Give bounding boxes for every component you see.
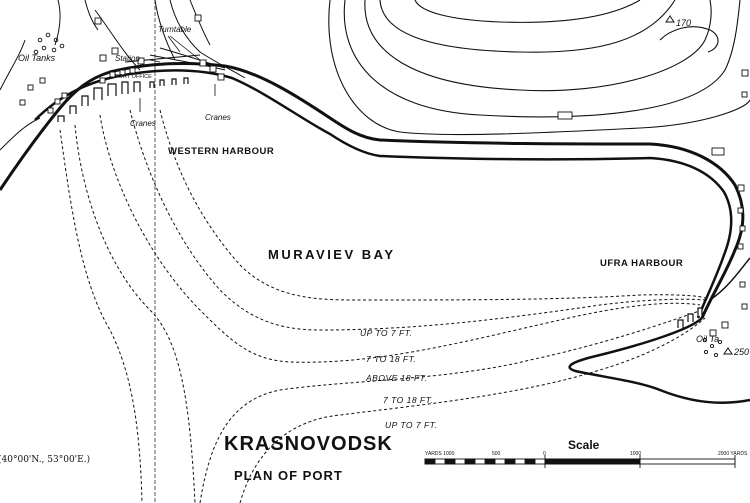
scale-tick-500: 500 [492, 451, 501, 457]
label-turntable: Turntable [158, 25, 192, 34]
scale-title: Scale [568, 438, 600, 452]
depth-label-7-to-18-a: 7 TO 18 FT. [366, 354, 417, 364]
label-muraviev-bay: MURAVIEV BAY [268, 247, 396, 262]
contour-lines [328, 0, 750, 136]
label-station: Station [115, 54, 140, 63]
scale-tick-yards-1000: YARDS 1000 [425, 451, 455, 457]
depth-label-above-18: ABOVE 18 FT. [366, 373, 428, 383]
scale-tick-0: 0 [543, 451, 546, 457]
map-coordinates: (40°00'N., 53°00'E.) [0, 455, 91, 465]
depth-label-up-to-7-b: UP TO 7 FT. [385, 420, 438, 430]
scale-bar [424, 455, 736, 468]
railway-tracks [0, 0, 246, 151]
map-title: KRASNOVODSK [224, 433, 393, 455]
quays [57, 77, 703, 328]
label-port-office: PORT OFFICE [115, 74, 152, 80]
coastline [0, 62, 750, 405]
label-oil-tanks-east: Oil Ta [696, 334, 720, 344]
label-cranes-east: Cranes [205, 113, 231, 122]
scale-tick-2000-yards: 2000 YARDS [718, 451, 748, 457]
depth-label-7-to-18-b: 7 TO 18 FT. [383, 395, 434, 405]
depth-contours [59, 109, 706, 503]
map-subtitle: PLAN OF PORT [234, 468, 343, 483]
label-height-170: 170 [676, 18, 692, 28]
height-markers [665, 15, 733, 355]
leader-lines [139, 35, 216, 112]
label-cranes-west: Cranes [130, 119, 156, 128]
label-height-250: 250 [734, 347, 750, 357]
buildings [19, 14, 749, 337]
label-ufra-harbour: UFRA HARBOUR [600, 258, 684, 269]
label-western-harbour: WESTERN HARBOUR [168, 146, 275, 157]
label-oil-tanks-west: Oil Tanks [18, 53, 56, 63]
scale-tick-1000: 1000 [630, 451, 642, 457]
depth-label-up-to-7-a: UP TO 7 FT. [360, 328, 413, 338]
oil-tank-dots [33, 32, 723, 358]
